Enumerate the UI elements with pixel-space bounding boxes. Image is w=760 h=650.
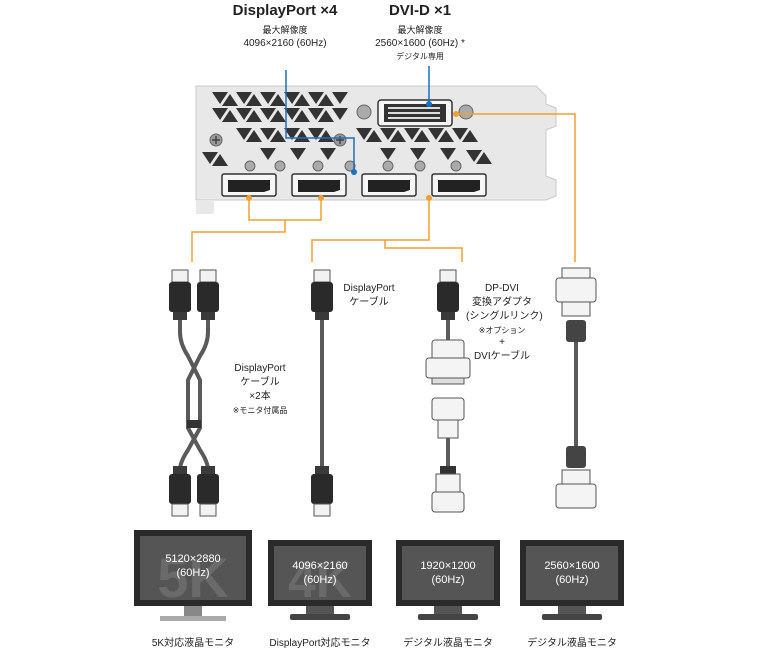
monitor-1920 <box>396 540 500 620</box>
dvi-max-res-label: 最大解像度 <box>397 25 443 35</box>
adapter-label-3: (シングルリンク) <box>466 311 543 322</box>
dp-dvi-adapter-cable <box>425 269 471 513</box>
displayport-max-res: 4096×2160 (60Hz) <box>243 38 327 49</box>
monitor-4k-label: DisplayPort対応モニタ <box>269 638 371 649</box>
connection-lines <box>191 113 576 262</box>
monitor-5k-res: 5120×2880 <box>165 553 221 565</box>
adapter-label-5: + <box>499 337 505 348</box>
displayport-cable <box>310 269 334 517</box>
monitor-1920-hz: (60Hz) <box>431 574 465 586</box>
displayport-title: DisplayPort ×4 <box>232 2 338 19</box>
dual-displayport-cable <box>168 269 220 517</box>
dvi-title: DVI-D ×1 <box>388 2 452 19</box>
dvi-digital-only: デジタル専用 <box>396 52 444 61</box>
single-cable-label-1: DisplayPort <box>343 283 395 294</box>
dvi-max-res: 2560×1600 (60Hz) * <box>375 38 465 49</box>
dual-cable-label-2: ケーブル <box>240 377 280 388</box>
monitor-2560-res: 2560×1600 <box>544 560 600 572</box>
dual-cable-label-4: ※モニタ付属品 <box>232 406 288 415</box>
monitor-5k-watermark: 5K <box>157 546 229 609</box>
monitor-1920-res: 1920×1200 <box>420 560 476 572</box>
dvi-cable <box>555 267 597 509</box>
monitor-4k-watermark: 4K <box>288 552 352 608</box>
single-cable-label-2: ケーブル <box>349 297 389 308</box>
dual-cable-label-3: ×2本 <box>249 391 271 402</box>
port-indicator-lines <box>285 66 430 172</box>
adapter-label-6: DVIケーブル <box>473 351 531 362</box>
monitor-4k-hz: (60Hz) <box>303 574 337 586</box>
monitor-2560-hz: (60Hz) <box>555 574 589 586</box>
monitor-1920-label: デジタル液晶モニタ <box>403 638 493 649</box>
graphics-card-bracket <box>195 85 557 214</box>
adapter-label-2: 変換アダプタ <box>472 297 532 308</box>
displayport-max-res-label: 最大解像度 <box>262 25 308 35</box>
monitor-5k <box>134 530 252 621</box>
monitor-5k-hz: (60Hz) <box>176 567 210 579</box>
monitor-5k-label: 5K対応液晶モニタ <box>151 638 235 649</box>
monitor-4k-res: 4096×2160 <box>292 560 348 572</box>
dual-cable-label-1: DisplayPort <box>234 363 286 374</box>
adapter-label-4: ※オプション <box>478 326 526 335</box>
monitor-4k <box>268 540 372 620</box>
monitor-2560 <box>520 540 624 620</box>
monitor-2560-label: デジタル液晶モニタ <box>527 638 617 649</box>
adapter-label-1: DP-DVI <box>485 283 519 294</box>
